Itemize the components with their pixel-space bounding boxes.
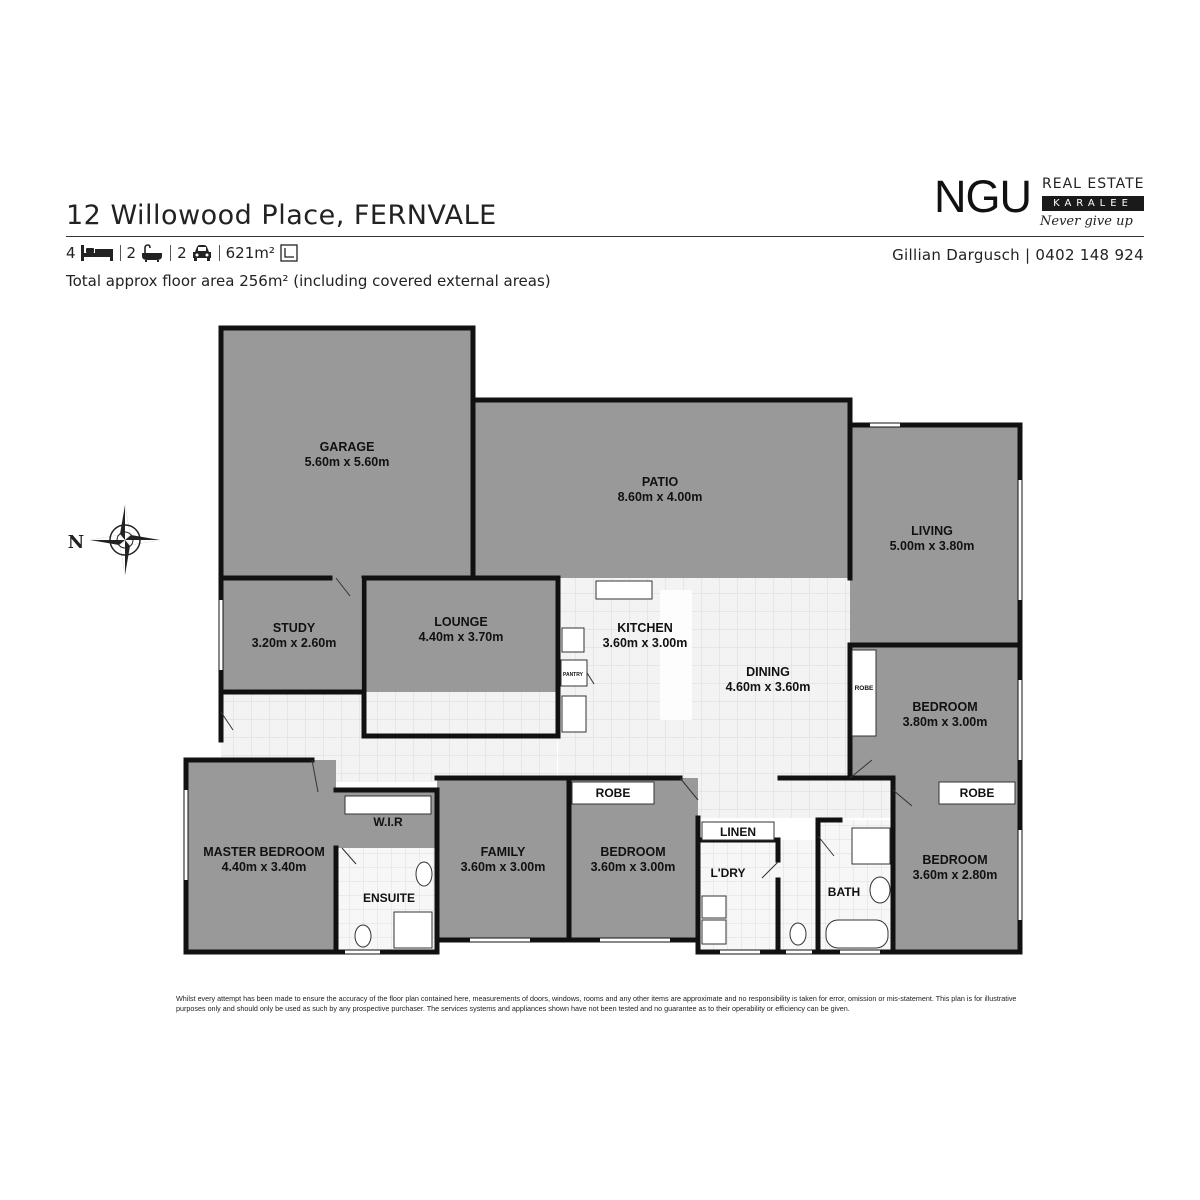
- compass: N: [68, 505, 160, 575]
- property-stats: 4 2 2 621m²: [66, 244, 299, 262]
- ensuite-label: ENSUITE: [363, 891, 415, 905]
- logo-line1: REAL ESTATE: [1042, 176, 1145, 192]
- kitchen-size: 3.60m x 3.00m: [603, 636, 688, 650]
- bath-label: BATH: [828, 885, 860, 899]
- toilet-ensuite-icon: [354, 924, 372, 948]
- robe-bed3: [571, 781, 655, 805]
- bed4-size: 3.60m x 2.80m: [913, 868, 998, 882]
- linen-label: LINEN: [720, 825, 756, 839]
- patio-name: PATIO: [642, 475, 679, 489]
- wir-fill: [344, 795, 432, 815]
- lounge-size: 4.40m x 3.70m: [419, 630, 504, 644]
- logo-line2: KARALEE: [1042, 196, 1144, 211]
- basin-ensuite-icon: [415, 861, 433, 887]
- family-name: FAMILY: [481, 845, 526, 859]
- shower-ensuite-icon: [393, 911, 433, 949]
- robe-label-bed3: ROBE: [596, 786, 631, 800]
- living-name: LIVING: [911, 524, 953, 538]
- logo-brand: NGU: [934, 171, 1032, 222]
- agency-logo: NGU REAL ESTATE KARALEE Never give up: [934, 172, 1146, 236]
- shower-bath-icon: [851, 827, 891, 865]
- washer-icon: [701, 919, 727, 945]
- room-labels: GARAGE 5.60m x 5.60m PATIO 8.60m x 4.00m…: [203, 440, 997, 905]
- linen-cupboard: [701, 821, 775, 841]
- laundry-tub-icon: [701, 895, 727, 919]
- compass-north-label: N: [68, 532, 84, 553]
- master-name: MASTER BEDROOM: [203, 845, 325, 859]
- door-swings: [220, 577, 913, 879]
- living-size: 5.00m x 3.80m: [890, 539, 975, 553]
- wir-label: W.I.R: [373, 815, 403, 829]
- agent-contact: Gillian Dargusch | 0402 148 924: [892, 246, 1144, 264]
- bed3-name: BEDROOM: [600, 845, 665, 859]
- dining-size: 4.60m x 3.60m: [726, 680, 811, 694]
- patio-size: 8.60m x 4.00m: [618, 490, 703, 504]
- header-divider: [66, 236, 1144, 237]
- cars-count: 2: [177, 244, 187, 262]
- dining-name: DINING: [746, 665, 790, 679]
- stat-separator: [119, 245, 121, 261]
- fixtures: [344, 580, 1016, 949]
- floors: [186, 328, 1020, 952]
- floor-area-text: Total approx floor area 256m² (including…: [66, 272, 551, 290]
- bed-icon: [80, 245, 113, 261]
- basin-bath-icon: [869, 876, 891, 904]
- bathtub-icon: [825, 919, 889, 949]
- beds-count: 4: [66, 244, 76, 262]
- stat-separator: [218, 245, 220, 261]
- fridge-icon: [561, 695, 587, 733]
- bed2-name: BEDROOM: [912, 700, 977, 714]
- study-size: 3.20m x 2.60m: [252, 636, 337, 650]
- bed4-name: BEDROOM: [922, 853, 987, 867]
- robe-label-bed4: ROBE: [960, 786, 995, 800]
- bed3-size: 3.60m x 3.00m: [591, 860, 676, 874]
- bath-icon: [142, 244, 163, 262]
- cooktop-icon: [561, 627, 585, 653]
- bed2-size: 3.80m x 3.00m: [903, 715, 988, 729]
- land-size: 621m²: [225, 244, 275, 262]
- baths-count: 2: [126, 244, 137, 262]
- lounge-name: LOUNGE: [434, 615, 487, 629]
- pantry-label: PANTRY: [563, 672, 584, 678]
- toilet-bath-icon: [789, 922, 807, 946]
- stat-separator: [170, 245, 172, 261]
- disclaimer-text: Whilst every attempt has been made to en…: [176, 994, 1017, 1013]
- pantry-cupboard: [560, 659, 588, 687]
- car-icon: [192, 245, 211, 261]
- land-area-icon: [280, 244, 298, 262]
- robe-label-bed2: ROBE: [855, 685, 874, 692]
- garage-name: GARAGE: [320, 440, 375, 454]
- robe-master-bed2: [851, 649, 877, 737]
- study-name: STUDY: [273, 621, 316, 635]
- logo-tagline: Never give up: [1040, 214, 1133, 229]
- windows: [184, 423, 1022, 954]
- kitchen-name: KITCHEN: [617, 621, 673, 635]
- family-size: 3.60m x 3.00m: [461, 860, 546, 874]
- master-size: 4.40m x 3.40m: [222, 860, 307, 874]
- kitchen-sink-icon: [595, 580, 653, 600]
- garage-size: 5.60m x 5.60m: [305, 455, 390, 469]
- robe-bed4: [938, 781, 1016, 805]
- laundry-label: L'DRY: [710, 866, 745, 880]
- property-address: 12 Willowood Place, FERNVALE: [66, 200, 497, 231]
